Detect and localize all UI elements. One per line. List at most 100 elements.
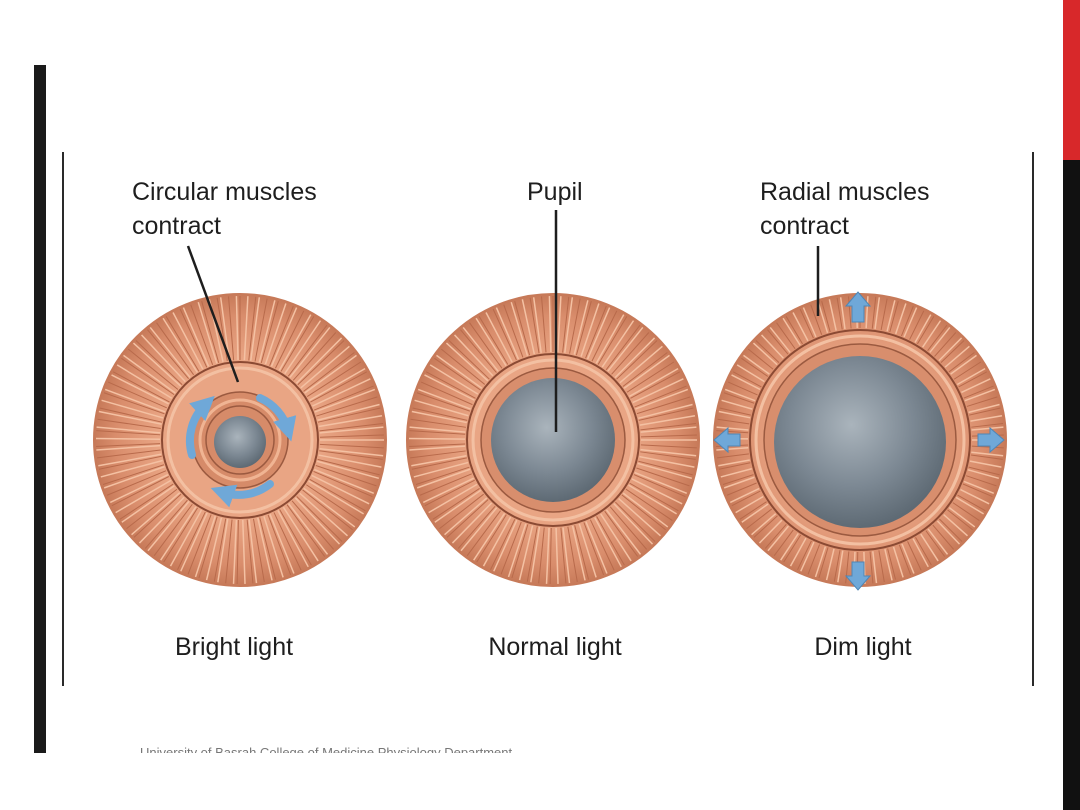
iris-ray [296, 496, 343, 542]
iris-ray [574, 525, 590, 580]
iris-ray [269, 513, 295, 574]
iris-ray [720, 467, 752, 478]
iris-ray [723, 392, 755, 404]
iris-ray [217, 518, 229, 583]
iris-ray [99, 407, 163, 423]
iris-ray [751, 513, 777, 536]
slide-left-bar [34, 65, 46, 753]
iris-ray [96, 426, 161, 434]
iris-ray [625, 488, 673, 521]
iris-ray [723, 476, 755, 489]
iris-ray [622, 492, 669, 528]
iris-ray [295, 337, 343, 384]
slide-accent-red [1063, 0, 1080, 160]
iris-ray [317, 403, 380, 421]
iris-ray [264, 303, 287, 365]
iris-ray [571, 525, 586, 581]
iris-ray [457, 505, 496, 549]
iris-ray [319, 450, 383, 460]
iris-ray [939, 518, 963, 542]
iris-ray [422, 477, 475, 504]
iris-ray [780, 533, 799, 561]
iris-ray [228, 296, 235, 361]
iris-ray [503, 304, 524, 358]
iris-ray [871, 296, 877, 329]
iris-ray [286, 504, 326, 557]
iris-ray [595, 314, 625, 364]
iris-ray [444, 497, 488, 536]
iris-ray [938, 337, 963, 362]
iris-ray [147, 329, 189, 380]
iris-ray [722, 474, 754, 485]
iris-ray [514, 301, 531, 356]
iris-ray [311, 474, 370, 505]
iris-ray [785, 316, 803, 345]
iris-ray [273, 512, 302, 571]
iris-ray [583, 522, 605, 575]
iris-ray [889, 301, 899, 333]
iris-rays-bright [95, 296, 384, 584]
iris-ray [279, 509, 312, 566]
iris-ray [716, 426, 749, 431]
iris-ray [236, 519, 239, 584]
iris-ray [287, 324, 328, 377]
iris-ray [721, 399, 753, 410]
iris-ray [538, 527, 545, 584]
iris-ray [955, 496, 985, 515]
iris-ray [807, 544, 821, 575]
iris-ray [971, 451, 1004, 457]
iris-ray [473, 513, 506, 561]
iris-ray [731, 490, 761, 507]
iris-ray [839, 297, 846, 330]
iris-bright [93, 293, 387, 587]
iris-ray [490, 519, 516, 570]
iris-ray [219, 297, 231, 361]
iris-ray [548, 296, 552, 353]
iris-ray [495, 307, 520, 360]
iris-ray [163, 507, 199, 563]
iris-ray [717, 453, 749, 459]
iris-ray [637, 462, 693, 480]
slide-accent-dark [1063, 160, 1080, 810]
iris-ray [833, 550, 841, 582]
iris-ray [109, 474, 169, 504]
iris-ray [269, 306, 294, 366]
iris-ray [165, 316, 200, 372]
iris-ray [562, 527, 571, 584]
iris-ray [441, 348, 486, 385]
iris-ray [270, 307, 298, 367]
iris-ray [182, 307, 210, 367]
iris-ray [309, 478, 366, 512]
iris-ray [201, 301, 220, 364]
iris-ray [420, 381, 473, 406]
iris-ray [964, 388, 996, 402]
iris-ray [249, 297, 261, 361]
iris-ray [613, 503, 654, 545]
iris-ray [149, 326, 191, 378]
iris-ray [901, 543, 915, 574]
iris-ray [640, 426, 697, 433]
iris-ray [963, 480, 995, 494]
iris-ray [764, 524, 787, 549]
iris-ray [934, 332, 957, 357]
iris-ray [746, 508, 773, 530]
iris-ray [739, 501, 767, 520]
iris-ray [213, 518, 227, 582]
iris-ray [909, 310, 925, 340]
iris-ray [135, 340, 183, 386]
callout-radial-line1: Radial muscles [760, 178, 930, 206]
iris-ray [731, 374, 761, 391]
caption-dim-light: Dim light [814, 633, 912, 661]
iris-ray [412, 407, 468, 421]
iris-ray [319, 448, 384, 457]
iris-ray [755, 340, 780, 363]
iris-ray [289, 326, 331, 378]
iris-ray [605, 324, 641, 371]
iris-ray [920, 533, 939, 562]
iris-ray [446, 499, 489, 538]
iris-ray [727, 381, 758, 396]
iris-ray [966, 396, 998, 407]
iris-ray [112, 371, 170, 403]
iris-ray [306, 484, 360, 521]
